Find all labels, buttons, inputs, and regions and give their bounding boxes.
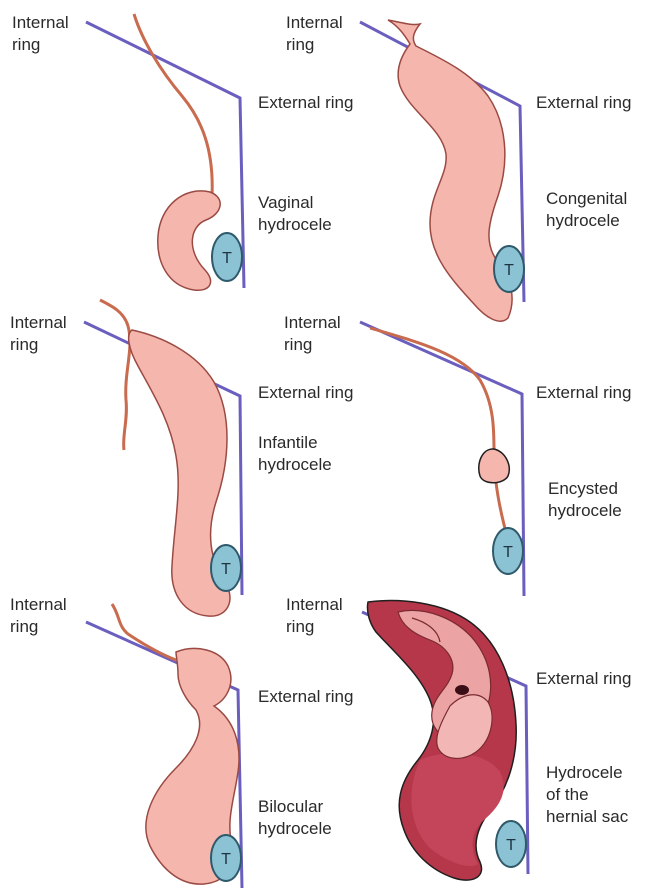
bowel-lumen bbox=[455, 685, 469, 695]
internal-ring-label: Internal ring bbox=[286, 594, 343, 638]
spermatic-cord bbox=[100, 300, 130, 450]
external-ring-label: External ring bbox=[258, 686, 353, 708]
panel-congenital bbox=[360, 20, 524, 321]
panel-caption-vaginal: Vaginal hydrocele bbox=[258, 192, 332, 236]
spermatic-cord bbox=[370, 328, 508, 540]
internal-ring-label: Internal ring bbox=[12, 12, 69, 56]
testis-label-encysted: T bbox=[503, 544, 513, 561]
testis-label-congenital: T bbox=[504, 262, 514, 279]
hydrocele-sac bbox=[388, 20, 512, 321]
panel-hernial-sac bbox=[362, 601, 528, 880]
external-ring-label: External ring bbox=[536, 668, 631, 690]
panel-infantile bbox=[84, 300, 242, 616]
testis-label-infantile: T bbox=[221, 561, 231, 578]
spermatic-cord bbox=[134, 14, 212, 196]
external-ring-label: External ring bbox=[536, 92, 631, 114]
testis-label-bilocular: T bbox=[221, 851, 231, 868]
encysted-sac bbox=[479, 449, 509, 483]
panel-caption-bilocular: Bilocular hydrocele bbox=[258, 796, 332, 840]
testis-label-hernial-sac: T bbox=[506, 837, 516, 854]
panel-caption-infantile: Infantile hydrocele bbox=[258, 432, 332, 476]
external-ring-label: External ring bbox=[258, 382, 353, 404]
panel-caption-hernial-sac: Hydrocele of the hernial sac bbox=[546, 762, 628, 828]
panel-vaginal bbox=[86, 14, 244, 290]
internal-ring-label: Internal ring bbox=[10, 594, 67, 638]
testis-label-vaginal: T bbox=[222, 250, 232, 267]
panel-bilocular bbox=[86, 604, 242, 888]
spermatic-cord bbox=[112, 604, 176, 660]
panel-caption-encysted: Encysted hydrocele bbox=[548, 478, 622, 522]
internal-ring-label: Internal ring bbox=[10, 312, 67, 356]
hydrocele-sac bbox=[158, 191, 220, 290]
external-ring-label: External ring bbox=[258, 92, 353, 114]
panel-encysted bbox=[360, 322, 524, 596]
external-ring-label: External ring bbox=[536, 382, 631, 404]
internal-ring-label: Internal ring bbox=[286, 12, 343, 56]
internal-ring-label: Internal ring bbox=[284, 312, 341, 356]
panel-caption-congenital: Congenital hydrocele bbox=[546, 188, 627, 232]
